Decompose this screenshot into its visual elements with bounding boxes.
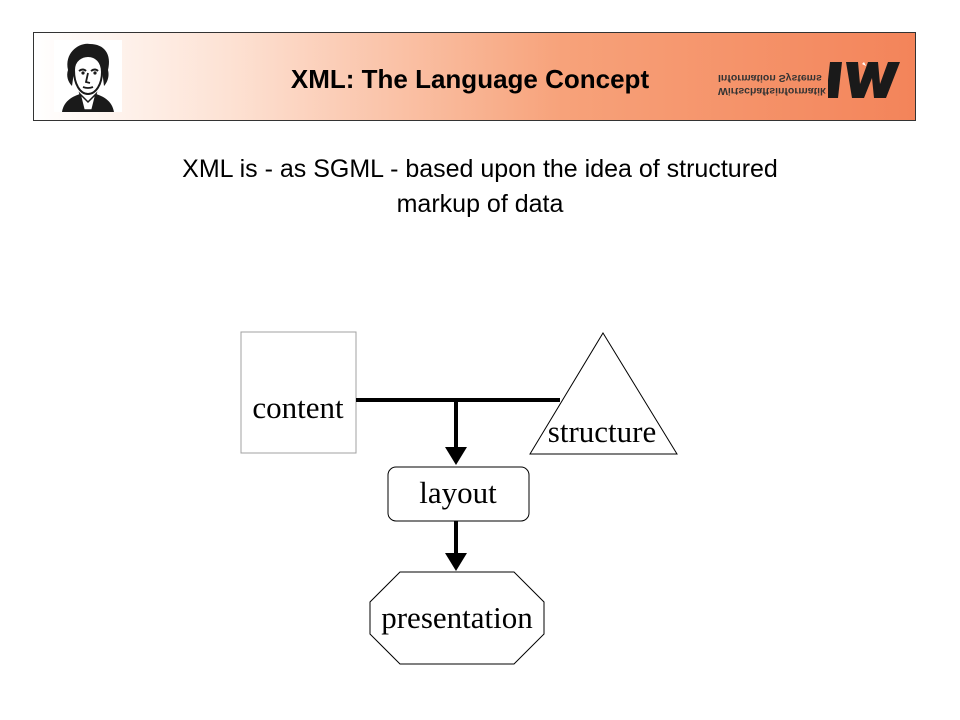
subtitle-line-2: markup of data	[396, 190, 564, 218]
slide-title: XML: The Language Concept	[290, 64, 650, 94]
subtitle: XML is - as SGML - based upon the idea o…	[60, 152, 900, 222]
iwi-logo-icon	[826, 58, 900, 102]
goethe-portrait-icon	[54, 40, 122, 112]
subtitle-line-1: XML is - as SGML - based upon the idea o…	[182, 155, 778, 183]
arrow-to-presentation-head	[445, 553, 467, 571]
structure-triangle	[529, 332, 678, 455]
structure-label: structure	[548, 414, 656, 449]
presentation-label: presentation	[381, 600, 533, 635]
presentation-octagon	[369, 571, 545, 665]
arrow-to-layout-head	[445, 447, 467, 465]
layout-label: layout	[419, 475, 497, 510]
layout-box	[387, 466, 530, 522]
institute-logo: Wirtschaftsinformatik Information System…	[718, 58, 900, 104]
content-box	[240, 331, 357, 454]
content-label: content	[252, 390, 344, 425]
header-bar	[33, 32, 916, 121]
